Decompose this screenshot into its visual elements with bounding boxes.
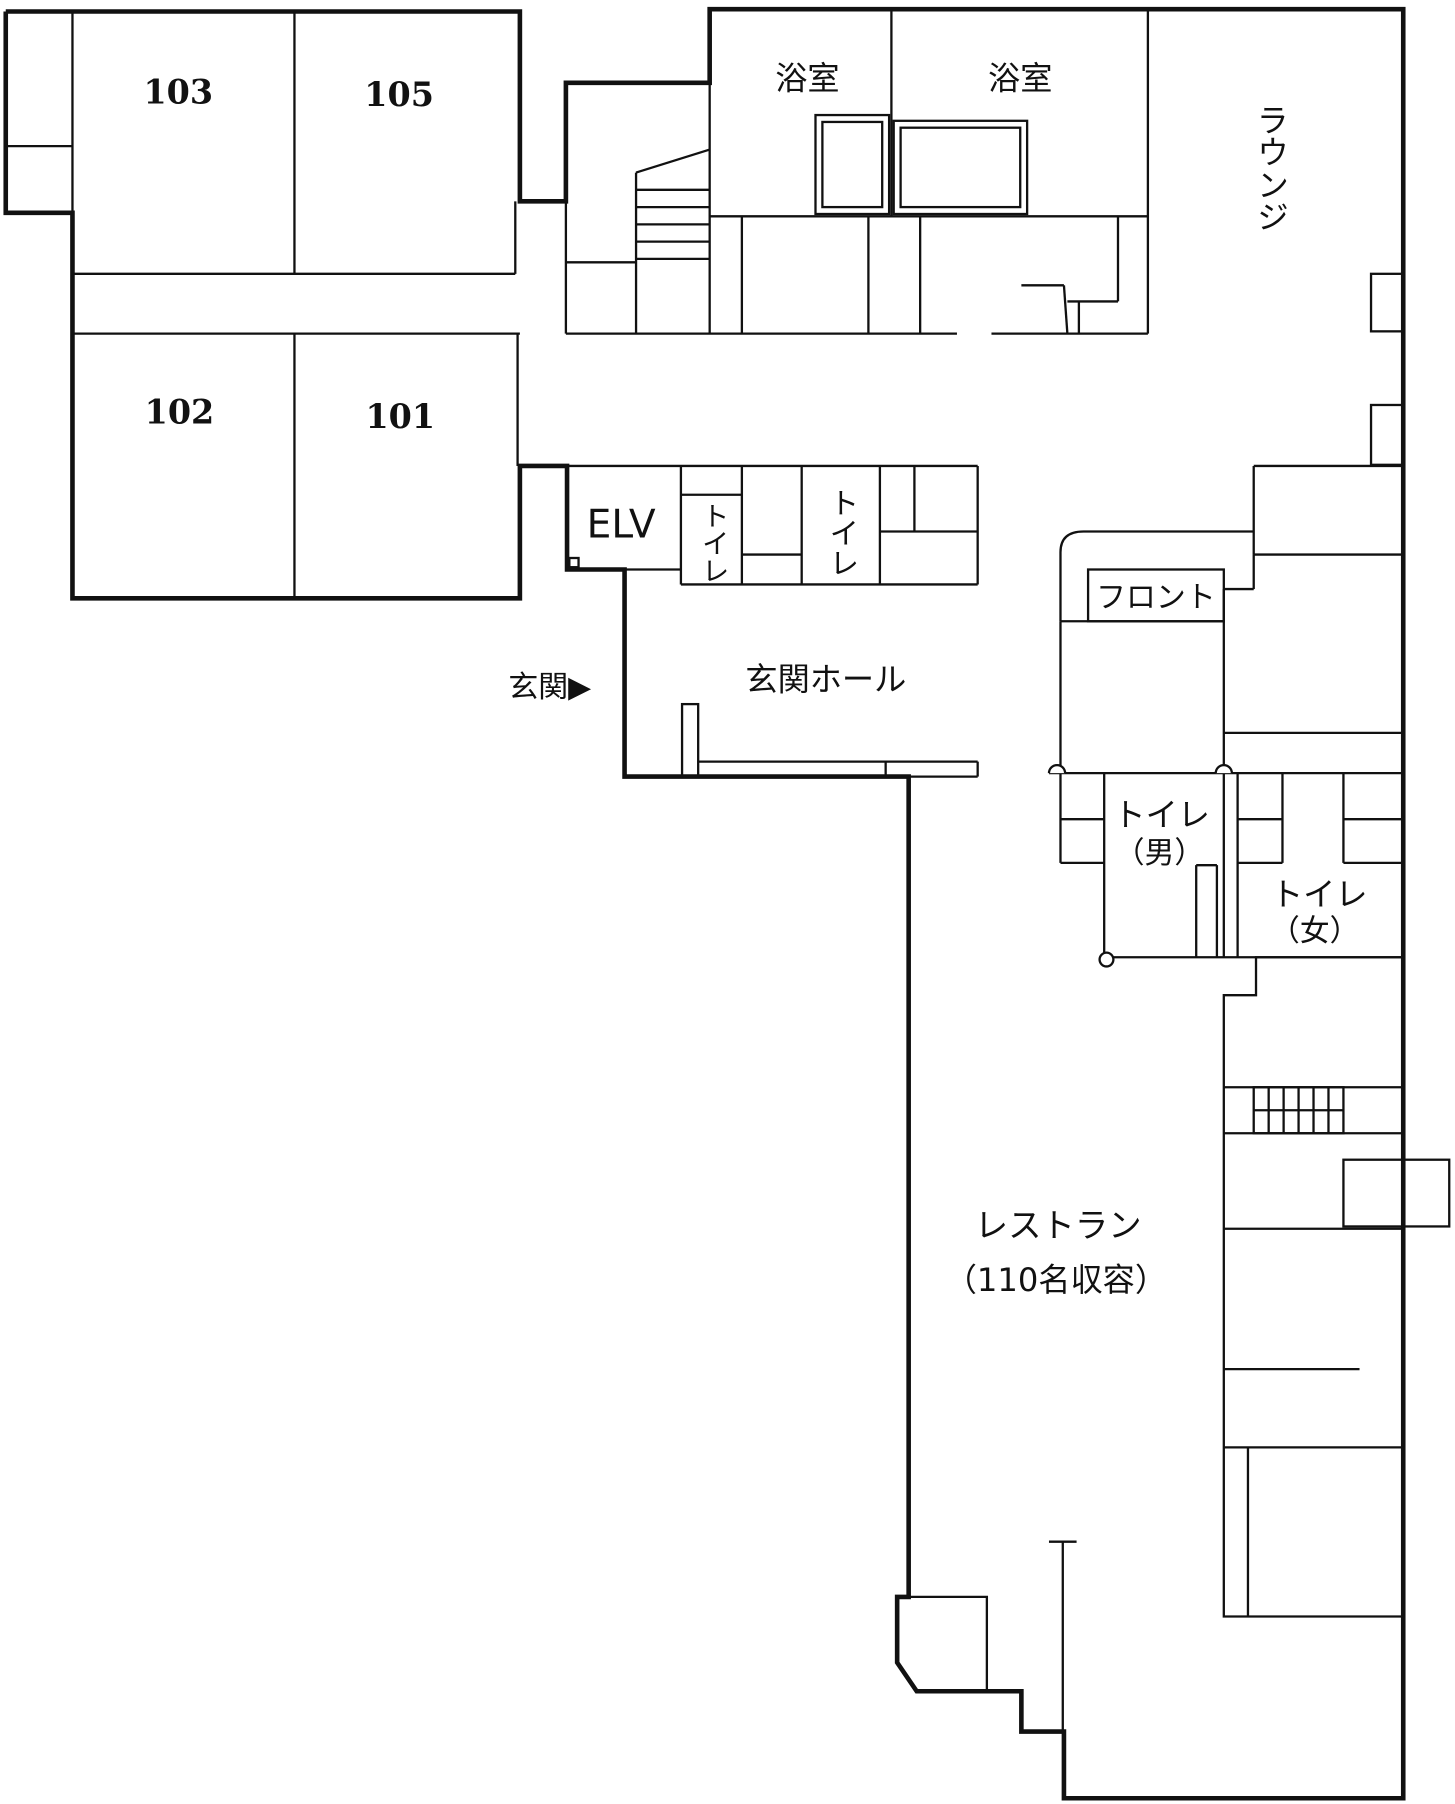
guest-room-partitions [5, 11, 520, 599]
restaurant-label: レストラン [975, 1206, 1142, 1245]
elevator-toilet-block [567, 464, 979, 586]
room-103-label: 103 [143, 73, 213, 112]
room-101-label: 101 [365, 397, 435, 436]
bath-area-walls [564, 9, 1405, 466]
bath-label-2: 浴室 [988, 60, 1052, 98]
lounge-label: ラウンジ [1252, 104, 1290, 233]
elevator-label: ELV [587, 502, 656, 547]
womens-toilet-label: トイレ [1271, 875, 1368, 913]
entrance-hall-walls [680, 702, 979, 778]
restaurant-capacity-label: （110名収容） [945, 1261, 1167, 1299]
toilet-label-2: トイレ [823, 488, 858, 578]
front-desk-label: フロント [1096, 580, 1216, 615]
entrance-label: 玄関▶ [508, 670, 591, 705]
mens-toilet-label: トイレ [1113, 796, 1210, 834]
toilet-label-1: トイレ [697, 502, 730, 585]
mens-toilet-sublabel: （男） [1115, 836, 1205, 871]
bath-label-1: 浴室 [775, 60, 839, 98]
womens-toilet-sublabel: （女） [1270, 914, 1360, 949]
room-105-label: 105 [364, 75, 434, 114]
front-desk-area [1048, 464, 1404, 775]
outer-wall [3, 6, 1406, 1801]
entrance-hall-label: 玄関ホール [745, 660, 906, 698]
room-102-label: 102 [145, 392, 215, 431]
restroom-walls [1047, 764, 1404, 968]
kitchen-walls [908, 956, 1451, 1732]
